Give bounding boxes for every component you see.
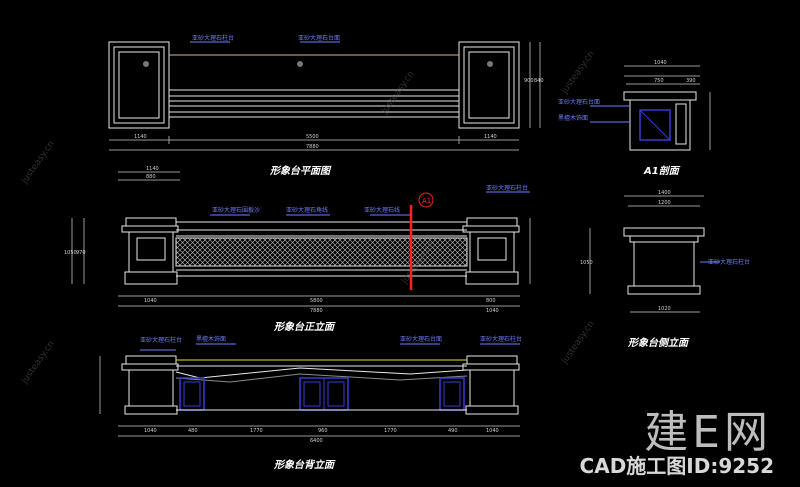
label-front-4: 亚砂大理石柱台 xyxy=(486,184,528,192)
plan-dimensions: 1140 5500 1140 7880 900 840 xyxy=(134,78,544,150)
label-side-1: 亚砂大理石柱台 xyxy=(708,258,750,266)
dim-front-center: 5800 xyxy=(310,298,323,304)
label-plan-left: 亚砂大理石柱台 xyxy=(192,34,234,42)
section-marker xyxy=(418,192,434,208)
section-marker-label: A1 xyxy=(422,197,431,205)
dim-front-top2: 880 xyxy=(146,174,156,180)
dim-back-right: 1040 xyxy=(486,428,499,434)
dim-back-e: 490 xyxy=(448,428,458,434)
dim-section-a: 750 xyxy=(654,78,664,84)
back-elevation xyxy=(99,343,520,437)
dim-side-b: 1020 xyxy=(658,306,671,312)
title-section: A1剖面 xyxy=(643,165,681,177)
section-view xyxy=(590,65,711,151)
section-top xyxy=(623,91,697,101)
title-back: 形象台背立面 xyxy=(273,459,336,471)
plan-view xyxy=(108,41,541,151)
dim-plan-center: 5500 xyxy=(306,134,319,140)
dim-front-height: 1050 xyxy=(64,250,77,256)
plan-left-pillar xyxy=(108,41,170,129)
brand-id: CAD施工图ID:9252 xyxy=(579,454,774,478)
dim-back-b: 1770 xyxy=(250,428,263,434)
section-dimensions: 1040 750 390 xyxy=(654,60,696,84)
dim-side-w: 1400 xyxy=(658,190,671,196)
dim-plan-right: 1140 xyxy=(484,134,497,140)
dim-plan-height2: 840 xyxy=(534,78,544,84)
dim-plan-total: 7880 xyxy=(306,144,319,150)
brand-logo: 建E网 xyxy=(644,407,772,458)
label-plan-right: 亚砂大理石台面 xyxy=(298,34,340,42)
label-front-1: 亚砂大理石围板沙 xyxy=(212,206,260,214)
dim-front-total: 7880 xyxy=(310,308,323,314)
back-right-cap xyxy=(466,355,518,365)
label-back-1: 亚砂大理石柱台 xyxy=(140,336,182,344)
back-left-cap xyxy=(125,355,177,365)
title-plan: 形象台平面图 xyxy=(269,165,332,177)
side-elevation xyxy=(589,195,720,313)
dim-back-c: 960 xyxy=(318,428,328,434)
dim-section-b: 390 xyxy=(686,78,696,84)
dim-front-height2: 970 xyxy=(76,250,86,256)
dim-front-left: 1040 xyxy=(144,298,157,304)
dim-front-top1: 1140 xyxy=(146,166,159,172)
dim-front-right: 800 xyxy=(486,298,496,304)
label-back-2: 黑檀木饰面 xyxy=(196,335,226,343)
label-back-4: 亚砂大理石柱台 xyxy=(480,335,522,343)
label-back-3: 亚砂大理石台面 xyxy=(400,335,442,343)
label-front-2: 亚砂大理石角线 xyxy=(286,206,328,214)
side-dimensions: 1400 1200 1020 1050 xyxy=(580,190,671,312)
dim-section-w: 1040 xyxy=(654,60,667,66)
dim-side-h: 1050 xyxy=(580,260,593,266)
dim-side-w2: 1200 xyxy=(658,200,671,206)
plan-right-pillar xyxy=(458,41,520,129)
dim-back-d: 1770 xyxy=(384,428,397,434)
label-section-2: 黑檀木饰面 xyxy=(558,114,588,122)
dim-plan-height: 900 xyxy=(524,78,534,84)
dim-back-a: 480 xyxy=(188,428,198,434)
front-left-cap xyxy=(125,217,177,227)
side-top xyxy=(623,227,705,237)
label-front-3: 亚砂大理石线 xyxy=(364,206,400,214)
front-dimensions: 1140 880 1040 5800 800 7880 1040 1050 97… xyxy=(64,166,499,314)
label-section-1: 亚砂大理石台面 xyxy=(558,98,600,106)
dim-plan-left: 1140 xyxy=(134,134,147,140)
front-right-cap xyxy=(466,217,518,227)
front-elevation xyxy=(71,171,531,307)
dim-back-total: 6400 xyxy=(310,438,323,444)
front-lattice-panel xyxy=(175,237,468,267)
title-side: 形象台侧立面 xyxy=(627,337,690,349)
title-front: 形象台正立面 xyxy=(273,321,336,333)
dim-front-right2: 1040 xyxy=(486,308,499,314)
dim-back-left: 1040 xyxy=(144,428,157,434)
back-dimensions: 1040 480 1770 960 1770 490 1040 6400 xyxy=(144,428,499,444)
